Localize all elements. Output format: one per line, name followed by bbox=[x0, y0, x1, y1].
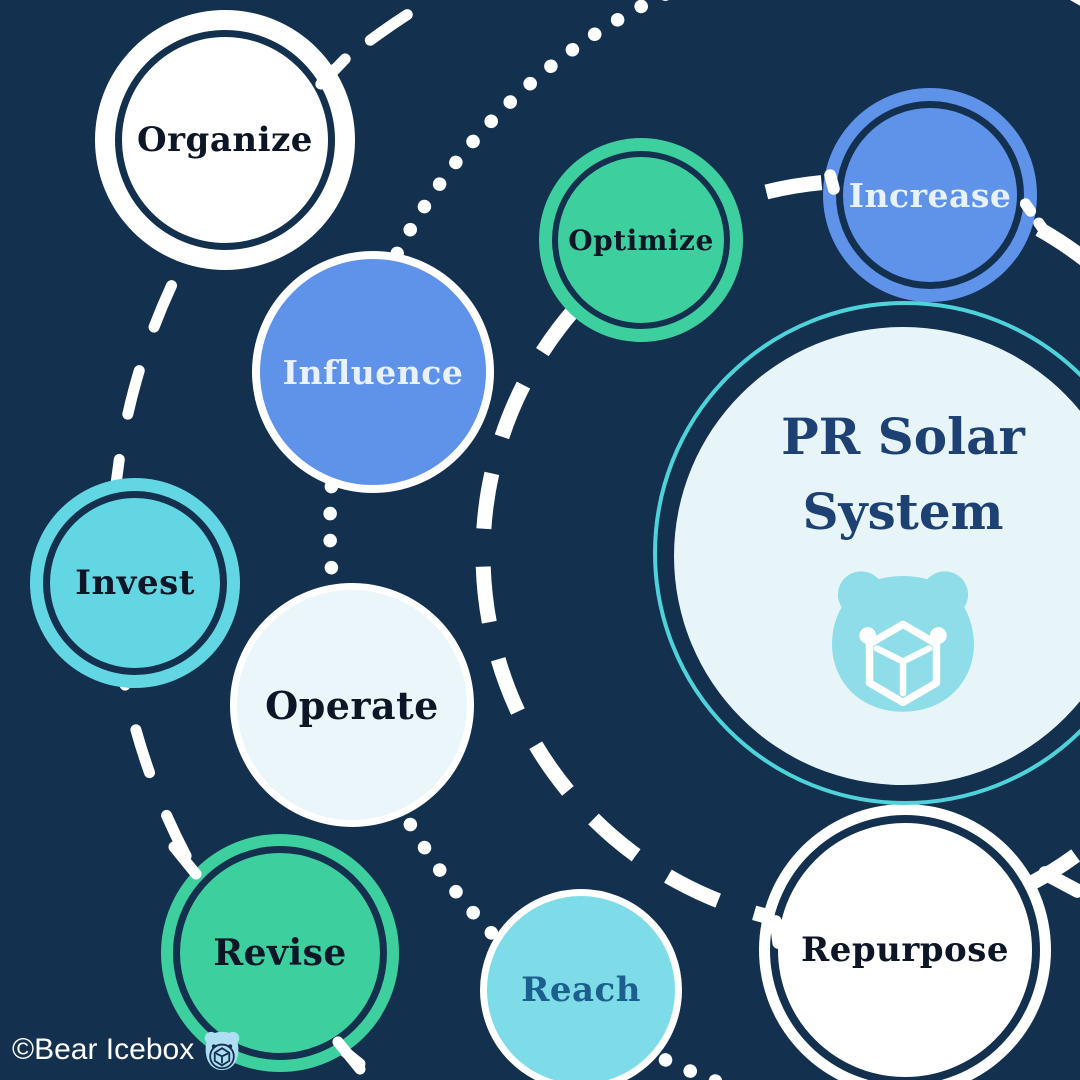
planet-organize: Organize bbox=[95, 10, 355, 270]
planet-optimize: Optimize bbox=[539, 138, 743, 342]
planet-reach: Reach bbox=[480, 889, 682, 1080]
planet-label: Revise bbox=[213, 932, 347, 974]
planet-operate: Operate bbox=[230, 583, 474, 827]
diagram-title-line2: System bbox=[802, 482, 1004, 541]
watermark-text: ©Bear Icebox bbox=[12, 1033, 195, 1066]
planet-label: Optimize bbox=[568, 223, 714, 257]
planet-repurpose: Repurpose bbox=[759, 804, 1051, 1080]
planet-label: Influence bbox=[282, 352, 464, 392]
planet-label: Increase bbox=[848, 175, 1012, 215]
planet-influence: Influence bbox=[252, 251, 494, 493]
diagram-title-line1: PR Solar bbox=[781, 407, 1025, 466]
diagram-title: PR Solar System bbox=[781, 399, 1025, 549]
planet-label: Invest bbox=[75, 563, 195, 603]
planet-increase: Increase bbox=[823, 88, 1037, 302]
planet-invest: Invest bbox=[30, 478, 240, 688]
bear-icebox-watermark-icon bbox=[204, 1031, 240, 1070]
sun-pr-solar-system: PR Solar System bbox=[674, 327, 1080, 785]
planet-label: Repurpose bbox=[800, 930, 1010, 970]
bear-icebox-logo-icon bbox=[832, 571, 974, 712]
planet-label: Reach bbox=[521, 970, 641, 1010]
planet-label: Organize bbox=[137, 120, 313, 160]
watermark: ©Bear Icebox bbox=[12, 1028, 242, 1072]
planet-label: Operate bbox=[265, 682, 439, 728]
